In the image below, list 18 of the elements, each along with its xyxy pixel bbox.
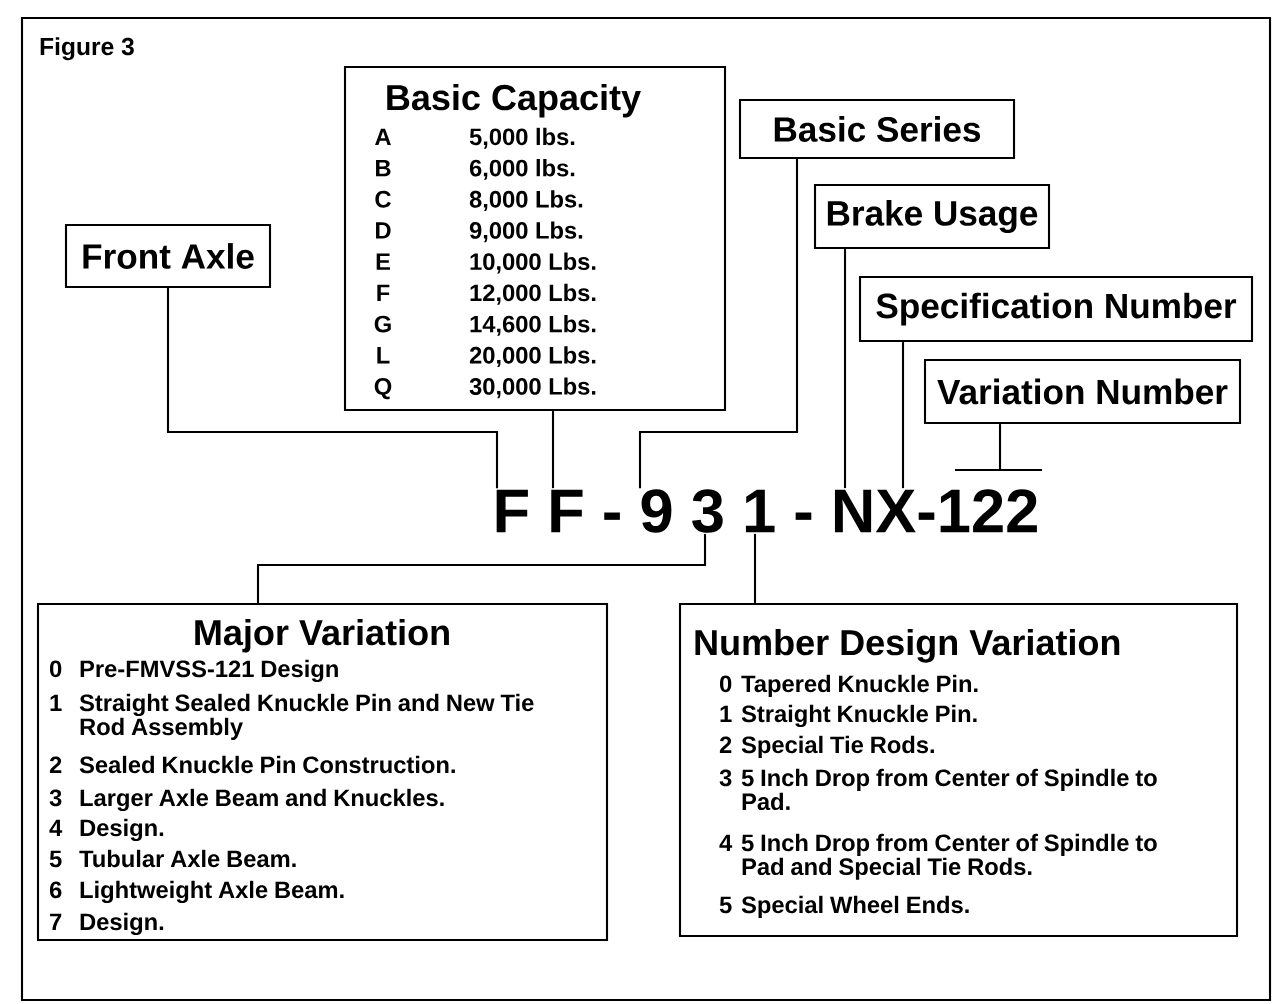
label-box: Specification Number [858, 275, 1254, 343]
leader-line [638, 159, 799, 489]
label-box: Brake Usage [813, 183, 1051, 250]
leader-line [551, 411, 555, 489]
leader-line [998, 424, 1002, 470]
leader-line [166, 288, 499, 489]
figure-label: Figure 3 [40, 37, 134, 61]
label-box: Variation Number [923, 358, 1242, 425]
label-box: Front Axle [64, 223, 272, 289]
leader-line [256, 533, 707, 603]
leader-line [901, 342, 905, 489]
list-box: Number Design Variation 0 Tapered Knuckle Pin. 1 Straight Knuckle Pin. 2 Special Tie Rods. 3 5 Inch Drop from Center of Spindle to Pad. 4 5 Inch Drop from Center of Spindle to Pad and Special Tie Rods. 5 Special Wheel Ends. [678, 602, 1239, 938]
leader-line [843, 249, 847, 489]
label-box: Basic Series [738, 98, 1016, 160]
leader-line [753, 533, 757, 603]
capacity-table-box: Basic Capacity A 5,000 lbs. B 6,000 lbs. C 8,000 Lbs. D 9,000 Lbs. E 10,000 Lbs. F 12,000 Lbs. G 14,600 Lbs. L 20,000 Lbs. Q 30,000 Lbs. [343, 65, 727, 412]
list-box: Major Variation 0 Pre-FMVSS-121 Design 1 Straight Sealed Knuckle Pin and New Tie Rod Assembly 2 Sealed Knuckle Pin Construction. 3 Larger Axle Beam and Knuckles. 4 Design. 5 Tubular Axle Beam. 6 Lightweight Axle Beam. 7 Design. [36, 602, 609, 942]
model-code: F F - 9 3 1 - NX-122 [496, 489, 1037, 533]
